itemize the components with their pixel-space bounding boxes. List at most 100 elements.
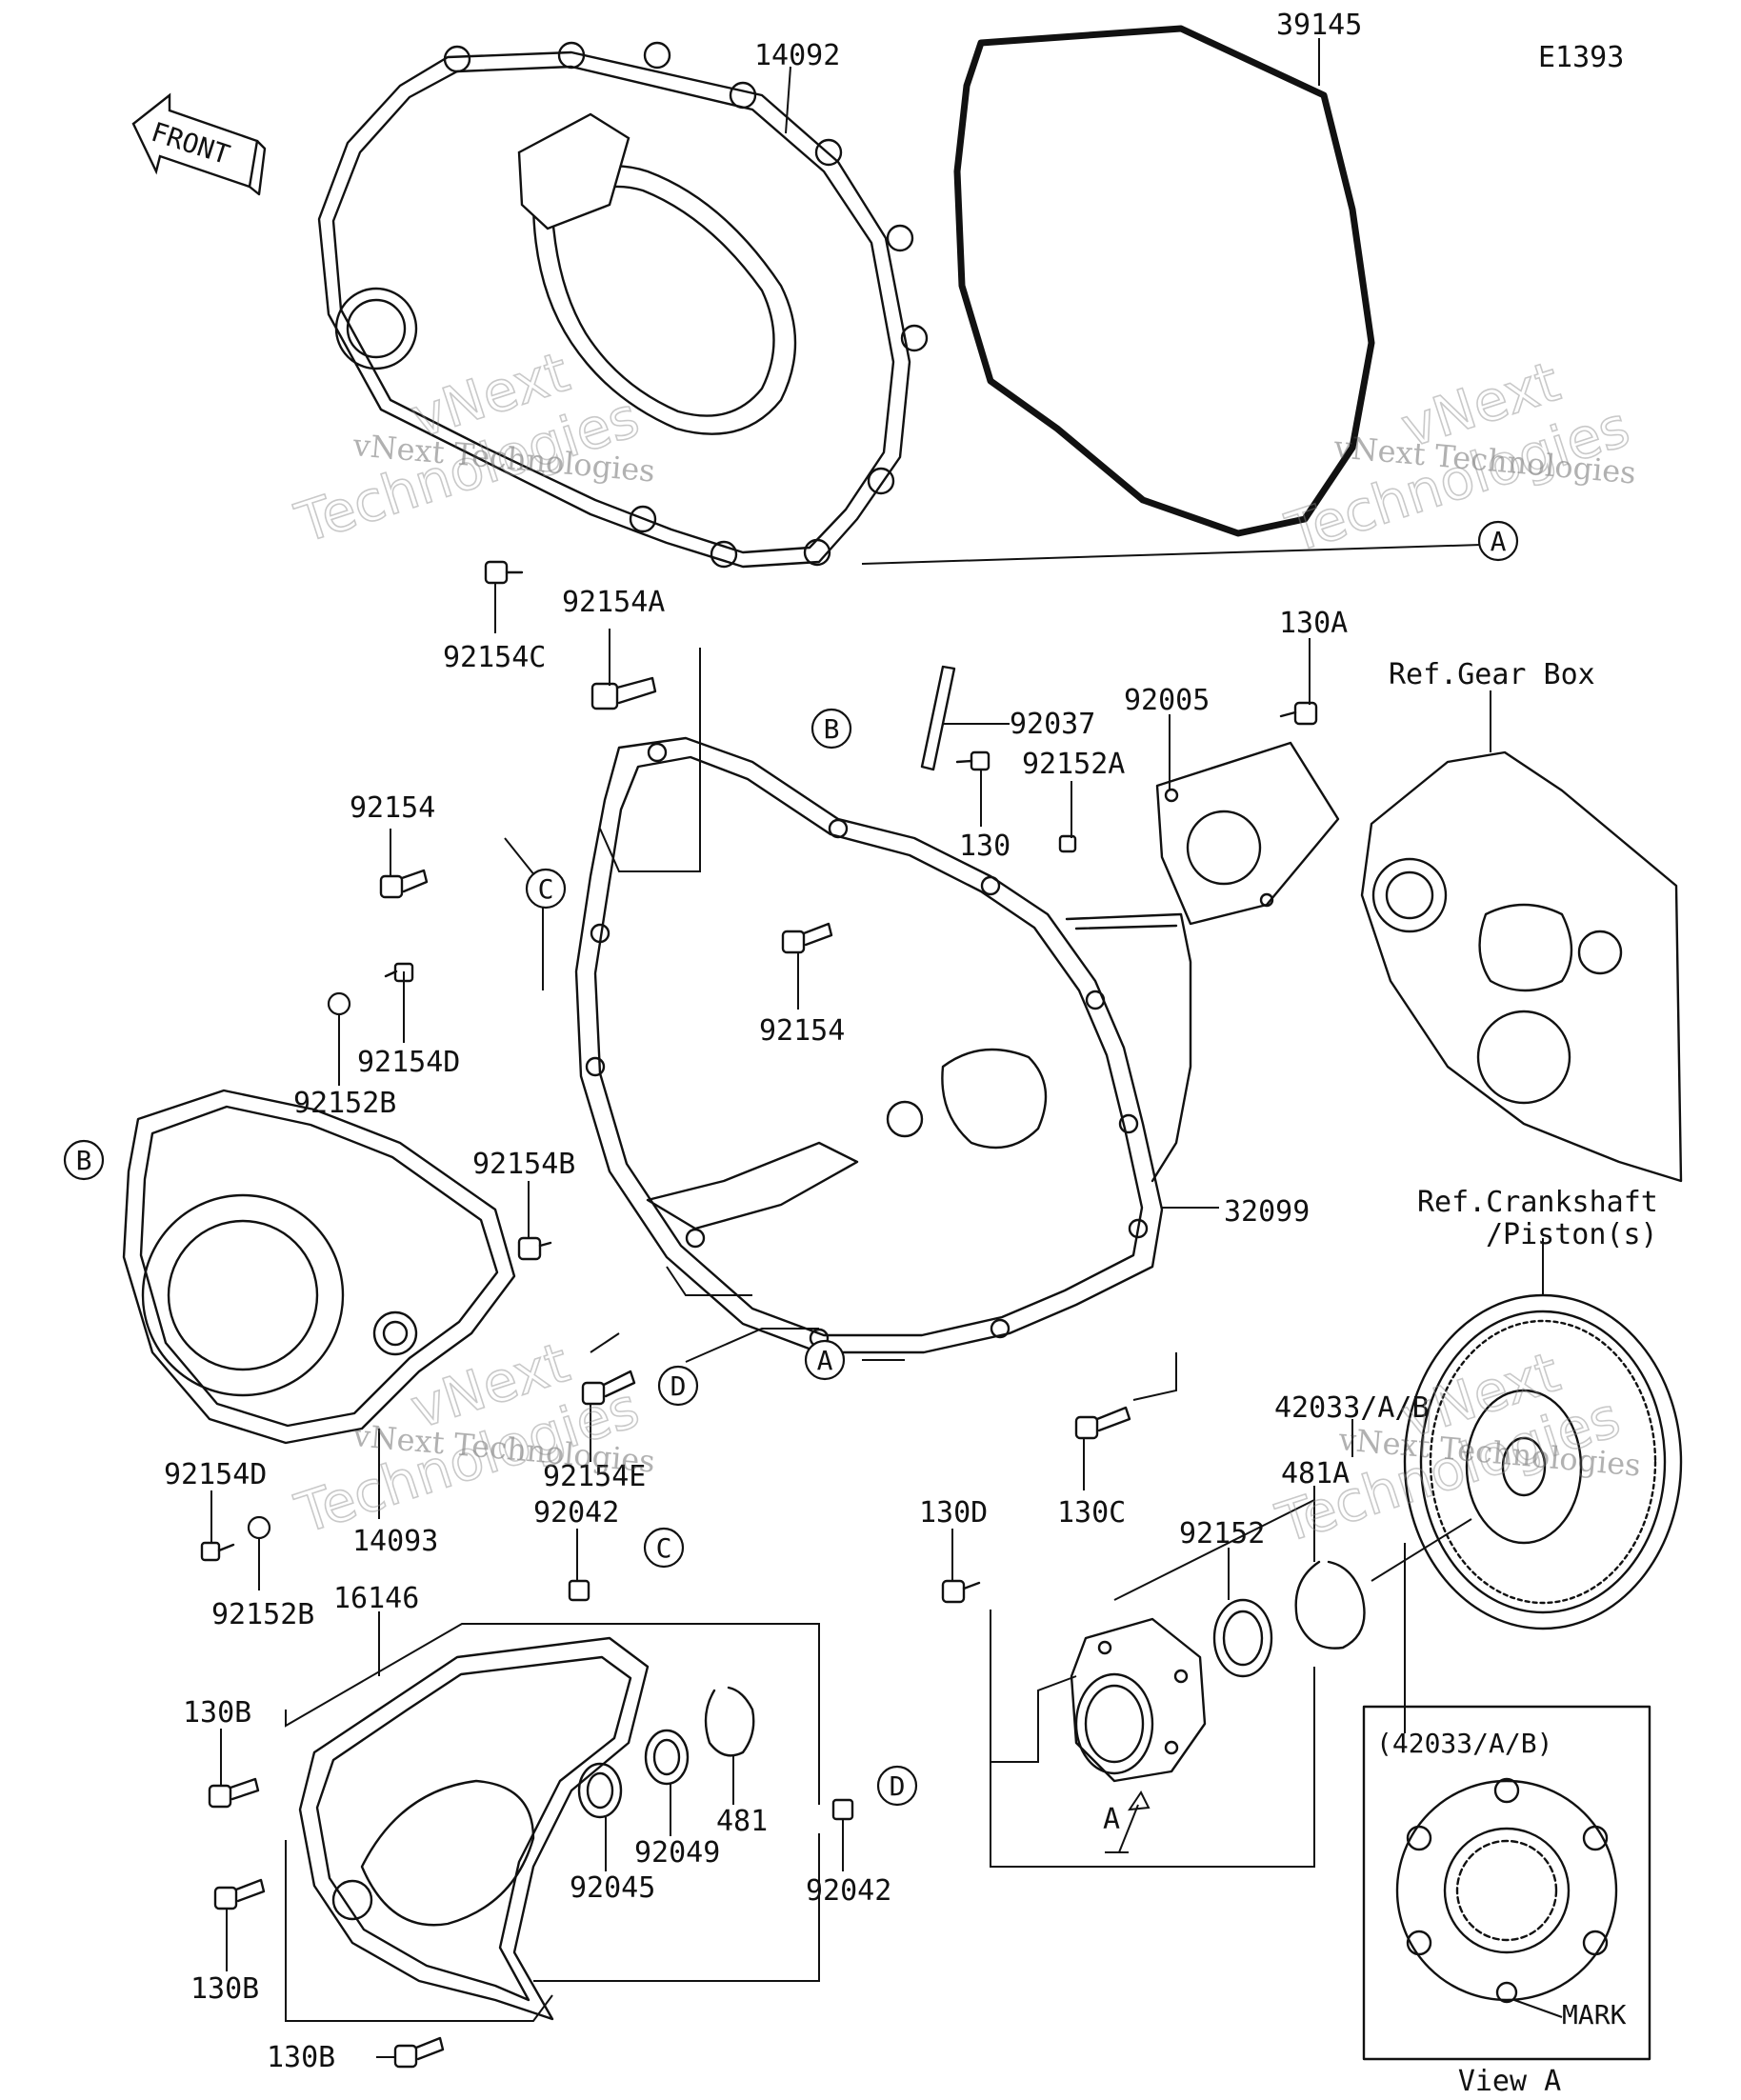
svg-text:D: D: [670, 1370, 687, 1402]
svg-text:A: A: [817, 1345, 833, 1376]
part-labels: E1393 14092 39145 92154C 92154A 92037 92…: [164, 9, 1658, 2074]
callout-d-bottom: D: [876, 1765, 918, 1807]
gear-box: [1360, 750, 1683, 1183]
clutch-cover-14092: [317, 41, 929, 569]
circlip-481: [704, 1686, 755, 1757]
label-92154E: 92154E: [543, 1460, 646, 1493]
callout-d-mid: D: [657, 1365, 699, 1407]
label-92154-left: 92154: [350, 791, 435, 825]
watermarks: vNext Technologies vNext Technologies vN…: [288, 338, 1643, 1556]
crankcase-cover-32099: [574, 736, 1192, 1354]
svg-text:B: B: [824, 713, 840, 745]
diagram-code: E1393: [1538, 41, 1624, 74]
label-130B-bottom: 130B: [267, 2041, 335, 2074]
callout-a-mid: A: [804, 1339, 846, 1381]
label-92049: 92049: [634, 1836, 720, 1870]
circlip-481A: [1294, 1560, 1366, 1650]
label-481: 481: [716, 1805, 768, 1838]
cover-16146: [298, 1636, 650, 2021]
bolt-130C: [1074, 1406, 1131, 1440]
watermark-top-left: vNext Technologies vNext Technologies: [288, 338, 657, 556]
bolt-92154D-top: [384, 962, 414, 983]
label-92154C: 92154C: [443, 641, 546, 674]
label-92045: 92045: [570, 1871, 655, 1905]
label-view-arrow-a: A: [1103, 1803, 1120, 1836]
svg-text:B: B: [76, 1145, 92, 1176]
view-a-inset: (42033/A/B) MARK View A: [1362, 1705, 1651, 2098]
bolt-130B-3: [393, 2036, 445, 2069]
seal-92045: [577, 1762, 623, 1819]
washer-92152A: [1058, 834, 1077, 853]
seal-92152: [1212, 1598, 1273, 1678]
label-92154D-bottom: 92154D: [164, 1458, 267, 1491]
label-92154A: 92154A: [562, 586, 665, 619]
cover-14093: [122, 1089, 516, 1445]
label-16146: 16146: [333, 1582, 419, 1615]
bolt-130B-1: [208, 1777, 260, 1809]
bolt-92154A: [590, 676, 657, 710]
label-92152A: 92152A: [1022, 748, 1125, 781]
label-130C: 130C: [1057, 1496, 1126, 1530]
front-arrow-icon: FRONT: [131, 92, 267, 196]
bolt-92154: [379, 869, 429, 899]
label-92037: 92037: [1010, 708, 1095, 741]
bolt-130B-2: [213, 1878, 266, 1910]
label-481A: 481A: [1281, 1457, 1350, 1490]
label-130A: 130A: [1279, 607, 1348, 640]
ref-crankshaft: Ref.Crankshaft: [1417, 1186, 1658, 1219]
washer-92152B-bottom: [247, 1515, 271, 1540]
one-way-clutch-42033: [1070, 1617, 1207, 1783]
bolt-130D: [941, 1579, 981, 1604]
callouts: A A B B C C D D: [63, 520, 1519, 1807]
label-130D: 130D: [919, 1496, 988, 1530]
callout-b-top: B: [810, 708, 852, 750]
bolt-92154B: [517, 1236, 552, 1261]
label-14093: 14093: [352, 1525, 438, 1558]
ref-piston: /Piston(s): [1486, 1218, 1658, 1251]
washer-92152B-top: [327, 991, 351, 1016]
label-92152B-top: 92152B: [293, 1087, 396, 1120]
seal-92049: [644, 1729, 690, 1786]
view-a-header: (42033/A/B): [1376, 1728, 1552, 1759]
callout-c-top: C: [525, 868, 567, 910]
svg-text:C: C: [656, 1532, 672, 1564]
dowel-92042-top: [568, 1579, 590, 1602]
callout-b-left: B: [63, 1139, 105, 1181]
label-32099: 32099: [1224, 1195, 1310, 1229]
gasket-92005: [1155, 741, 1340, 926]
callout-c-bottom: C: [643, 1527, 685, 1569]
svg-text:A: A: [1491, 526, 1507, 557]
svg-text:D: D: [890, 1770, 906, 1802]
view-a-mark: MARK: [1562, 1999, 1627, 2030]
watermark-bottom-right: vNext Technologies vNext Technologies: [1269, 1338, 1643, 1556]
pin-92037: [920, 665, 956, 771]
svg-text:C: C: [538, 873, 554, 905]
label-130B-top: 130B: [183, 1696, 251, 1730]
label-92152B-bottom: 92152B: [211, 1598, 314, 1631]
bolt-92154D-bottom: [200, 1541, 235, 1562]
view-a-caption: View A: [1458, 2065, 1561, 2098]
label-14092: 14092: [754, 39, 840, 72]
watermark-top-right: vNext Technologies vNext Technologies: [1278, 348, 1638, 566]
bolt-92154C: [484, 560, 524, 585]
label-130: 130: [959, 830, 1011, 863]
label-130B-mid: 130B: [190, 1972, 259, 2006]
label-92152: 92152: [1179, 1517, 1265, 1550]
bolt-92154E: [581, 1370, 636, 1406]
bolt-130A: [1279, 701, 1318, 726]
label-42033: 42033/A/B: [1274, 1391, 1430, 1425]
label-39145: 39145: [1276, 9, 1362, 42]
label-92042-bottom: 92042: [806, 1874, 891, 1908]
dowel-92042-bottom: [831, 1798, 854, 1821]
label-92005: 92005: [1124, 684, 1210, 717]
gasket-39145: [953, 25, 1375, 537]
bolt-130: [955, 750, 991, 771]
label-92154-mid: 92154: [759, 1014, 845, 1048]
label-92154D-top: 92154D: [357, 1046, 460, 1079]
label-92154B: 92154B: [472, 1148, 575, 1181]
bolt-92154-mid: [781, 922, 833, 954]
ref-gear-box: Ref.Gear Box: [1389, 658, 1595, 691]
label-92042-top: 92042: [533, 1496, 619, 1530]
callout-a-top: A: [1477, 520, 1519, 562]
